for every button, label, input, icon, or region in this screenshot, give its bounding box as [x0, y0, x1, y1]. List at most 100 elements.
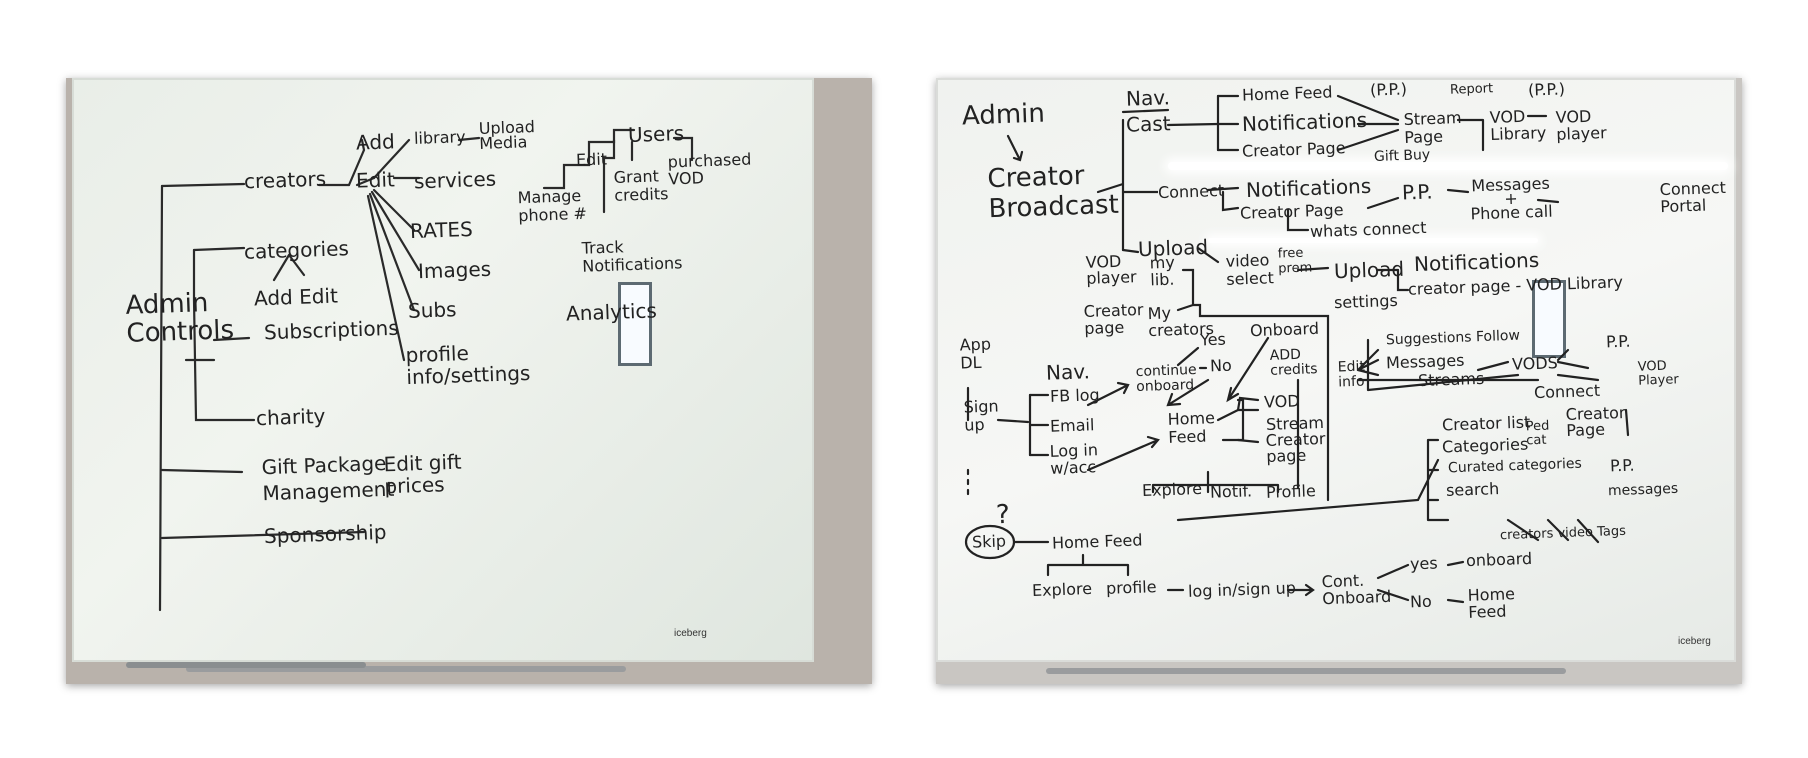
whats-connect-label: whats connect	[1309, 217, 1427, 242]
home-feed-top-label: Home Feed	[1241, 82, 1333, 105]
continue-onboard-label: continue onboard	[1135, 361, 1197, 396]
admin-label: Admin	[961, 98, 1046, 132]
categories-label: Categories	[1441, 434, 1529, 457]
vods-label: VODS	[1511, 353, 1559, 374]
stream-page-label: Stream Page	[1403, 108, 1462, 147]
pp-mid-label: P.P.	[1401, 179, 1434, 205]
subs-label: Subs	[407, 297, 457, 323]
creator-list-label: Creator list	[1441, 412, 1531, 435]
services-label: services	[413, 166, 497, 194]
users-label: Users	[627, 121, 685, 147]
no-top-label: No	[1209, 355, 1233, 376]
home-feed-end-label: Home Feed	[1467, 584, 1516, 622]
ceiling-light-reflection	[1208, 238, 1538, 243]
charity-label: charity	[255, 403, 326, 431]
onboard-label: Onboard	[1249, 318, 1320, 341]
fb-log-label: FB log	[1049, 385, 1100, 406]
profile-label: Profile	[1265, 481, 1317, 502]
gift-buy-label: Gift Buy	[1373, 147, 1431, 165]
login-signup-label: log in/sign up	[1187, 578, 1297, 601]
categories-add-edit-label: Add Edit	[253, 283, 339, 311]
edit-gift-prices-label: Edit gift prices	[383, 449, 462, 499]
yes-top-label: Yes	[1199, 329, 1227, 350]
left-board-lines	[158, 128, 694, 612]
email-label: Email	[1049, 415, 1095, 436]
messages-right-label: messages	[1607, 480, 1679, 500]
messages-phone-label: Messages + Phone call	[1470, 173, 1553, 224]
nav-low-label: Nav.	[1045, 359, 1091, 385]
ceiling-light-reflection	[1168, 162, 1728, 170]
ped-cat-label: Ped cat	[1525, 418, 1550, 449]
grant-credits-label: Grant credits	[613, 166, 669, 205]
pp-right-label: P.P.	[1605, 331, 1631, 352]
notifications-top-label: Notifications	[1241, 107, 1368, 137]
profile-settings-label: profile info/settings	[405, 340, 531, 390]
skip-label: Skip	[971, 531, 1007, 552]
profile-low-label: profile	[1105, 577, 1157, 598]
analytics-label: Analytics	[565, 298, 658, 326]
vod-library-label: VOD Library	[1489, 106, 1547, 144]
cast-label: Cast	[1125, 111, 1171, 137]
app-dl-label: App DL	[959, 334, 992, 373]
connect-right-label: Connect	[1533, 380, 1601, 403]
board-stand-rail	[1046, 668, 1566, 674]
board-stand-rail	[186, 666, 626, 672]
track-notifications-label: Track Notifications	[581, 237, 683, 276]
creators-label: creators	[243, 166, 327, 194]
my-lib-label: my lib.	[1149, 252, 1176, 290]
notifications-upload-label: Notifications	[1413, 247, 1540, 277]
add-label: Add	[355, 129, 396, 155]
rates-label: RATES	[409, 216, 474, 244]
right-board-lines	[964, 94, 1630, 604]
notifications-mid-label: Notifications	[1245, 173, 1372, 203]
add-credits-label: ADD credits	[1269, 346, 1318, 379]
vod-player-mid-label: VOD player	[1085, 251, 1137, 288]
creator-page-mid-label: Creator Page	[1239, 200, 1344, 223]
search-label: search	[1445, 479, 1500, 500]
upload-mid-label: Upload	[1333, 256, 1405, 284]
creator-page-left-label: Creator page	[1083, 299, 1144, 339]
categories-label: categories	[243, 236, 350, 264]
connect-portal-label: Connect Portal	[1659, 177, 1727, 217]
pp-right2-label: P.P.	[1609, 455, 1635, 476]
creator-broadcast-label: Creator Broadcast	[986, 160, 1120, 225]
nav-top-label: Nav.	[1125, 85, 1171, 111]
vod-player-right-label: VOD Player	[1637, 358, 1679, 389]
report-label: Report	[1449, 81, 1494, 98]
pp-label: (P.P.)	[1369, 79, 1408, 100]
right-whiteboard: Admin Creator Broadcast Nav. Cast Home F…	[936, 78, 1736, 662]
vod-player-label: VOD player	[1555, 106, 1607, 144]
window-reflection	[618, 282, 652, 366]
manage-phone-label: Manage phone #	[517, 185, 588, 226]
right-whiteboard-photo: Admin Creator Broadcast Nav. Cast Home F…	[936, 78, 1742, 684]
explore-low-label: Explore	[1031, 578, 1093, 601]
onboard-low-label: onboard	[1465, 548, 1533, 571]
iceberg-logo: iceberg	[674, 628, 707, 639]
board-stand-tray	[126, 662, 366, 668]
question-mark: ?	[995, 499, 1011, 531]
creator-page-top-label: Creator Page	[1241, 138, 1346, 161]
log-in-label: Log in w/acc	[1049, 440, 1099, 478]
users-edit-label: Edit	[575, 149, 608, 170]
library-label: library	[413, 127, 466, 148]
home-feed-mid-label: Home Feed	[1167, 408, 1216, 447]
vod-label: VOD	[1263, 391, 1300, 412]
window-reflection	[1532, 280, 1566, 358]
home-feed-low-label: Home Feed	[1051, 530, 1143, 553]
edit-info-label: Edit info	[1337, 358, 1366, 391]
purchased-vod-label: purchased VOD	[667, 149, 752, 189]
settings-label: settings	[1333, 290, 1399, 313]
edit-label: Edit	[355, 167, 396, 193]
iceberg-logo: iceberg	[1678, 636, 1711, 647]
sign-up-label: Sign up	[963, 396, 999, 435]
sponsorship-label: Sponsorship	[263, 519, 387, 549]
notif-label: Notif.	[1209, 481, 1253, 502]
connect-label: Connect	[1157, 180, 1225, 203]
images-label: Images	[417, 256, 492, 284]
subscriptions-label: Subscriptions	[263, 315, 400, 345]
upload-media-label: Upload Media	[478, 117, 536, 153]
cont-onboard-label: Cont. Onboard	[1321, 570, 1392, 609]
